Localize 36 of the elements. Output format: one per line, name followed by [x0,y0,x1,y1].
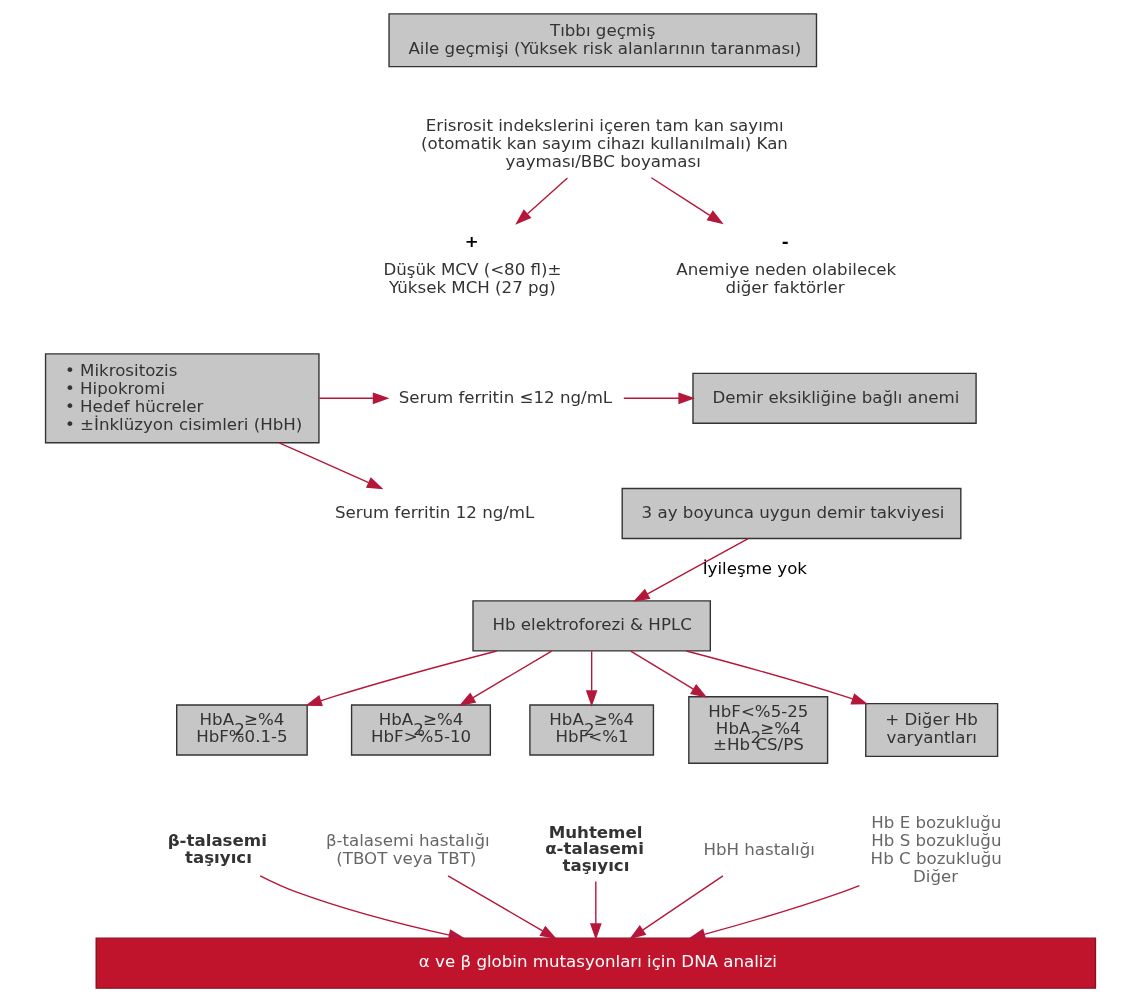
arrow [650,177,724,225]
node-text: Düşük MCV (<80 fl)± Yüksek MCH (27 pg) [383,259,562,297]
node-box: Demir eksikliğine bağlı anemi [692,372,977,424]
arrow [305,650,498,707]
arrow [447,875,557,940]
arrow [629,875,724,940]
node-text: β-talasemi taşıyıcı [167,831,267,867]
arrow [688,885,861,940]
node-text: β-talasemi hastalığı (TBOT veya TBT) [325,831,490,869]
arrow [685,650,869,705]
arrow [633,537,749,602]
node-box: α ve β globin mutasyonları için DNA analizi [95,937,1097,989]
node-box: + Diğer Hb varyantları [865,702,999,758]
node-text: Serum ferritin ≤12 ng/mL [398,387,613,407]
node-box: 3 ay boyunca uygun demir takviyesi [621,487,962,540]
node-text: Serum ferritin 12 ng/mL [334,502,535,522]
arrow [318,392,390,405]
node-box: Hb elektroforezi & HPLC [472,600,711,652]
node-text: Muhtemel α-talasemi taşıyıcı [545,822,644,875]
node-label: - [781,232,789,252]
node-box: Tıbbı geçmiş Aile geçmişi (Yüksek risk alanlarının taranması) [388,13,818,68]
node-box: • Mikrositozis • Hipokromi • Hedef hücreler • ±İnklüzyon cisimleri (HbH) [44,353,320,444]
node-text: Hb E bozukluğu Hb S bozukluğu Hb C bozukluğu Diğer [870,812,1002,887]
node-text: Anemiye neden olabilecek diğer faktörler [676,259,897,297]
node-label: + [464,232,479,252]
arrow [623,392,696,405]
arrow [259,875,466,941]
arrow [585,650,598,707]
arrow [458,650,553,707]
arrow [630,650,708,698]
edge-label: İyileşme yok [702,559,808,578]
arrow [590,880,602,940]
node-text: Erisrosit indekslerini içeren tam kan sayımı (otomatik kan sayım cihazı kullanılmalı) Kan yayması/BBC boyaması [420,116,788,172]
arrow [515,177,569,225]
arrow [278,442,384,490]
node-text: HbH hastalığı [703,840,815,860]
